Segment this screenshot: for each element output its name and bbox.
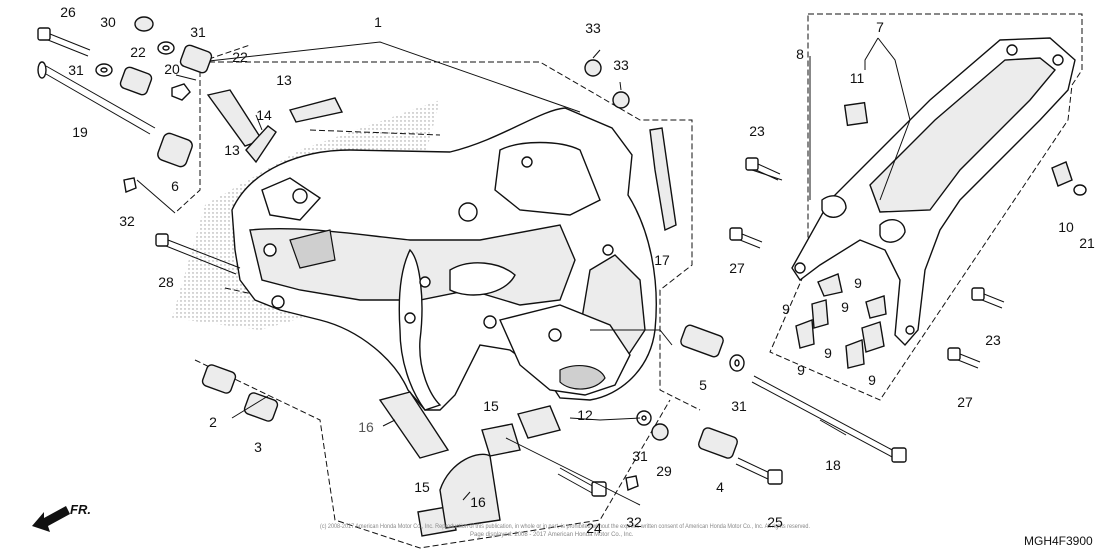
callout-22[interactable]: 22 — [232, 49, 248, 65]
callout-17[interactable]: 17 — [654, 252, 670, 268]
callout-32[interactable]: 32 — [626, 514, 642, 530]
callout-27[interactable]: 27 — [957, 394, 973, 410]
callout-14[interactable]: 14 — [256, 107, 272, 123]
subframe-group-outline — [769, 13, 1083, 401]
callout-31[interactable]: 31 — [731, 398, 747, 414]
rear-subframe — [769, 13, 1083, 401]
callout-21[interactable]: 21 — [1079, 235, 1095, 251]
callout-16[interactable]: 16 — [358, 419, 374, 435]
callout-31[interactable]: 31 — [632, 448, 648, 464]
callout-32[interactable]: 32 — [119, 213, 135, 229]
callout-31[interactable]: 31 — [68, 62, 84, 78]
callout-26[interactable]: 26 — [60, 4, 76, 20]
callout-2[interactable]: 2 — [209, 414, 217, 430]
callout-6[interactable]: 6 — [171, 178, 179, 194]
callout-5[interactable]: 5 — [699, 377, 707, 393]
callout-18[interactable]: 18 — [825, 457, 841, 473]
callout-16[interactable]: 16 — [470, 494, 486, 510]
callout-30[interactable]: 30 — [100, 14, 116, 30]
copyright-line-2: Page displayed: 2008 - 2017 American Hon… — [470, 532, 634, 538]
callout-20[interactable]: 20 — [164, 61, 180, 77]
leader-lines — [136, 37, 911, 506]
callout-23[interactable]: 23 — [985, 332, 1001, 348]
callout-9[interactable]: 9 — [824, 345, 832, 361]
callout-3[interactable]: 3 — [254, 439, 262, 455]
callout-24[interactable]: 24 — [586, 520, 602, 536]
callout-23[interactable]: 23 — [749, 123, 765, 139]
callout-27[interactable]: 27 — [729, 260, 745, 276]
callout-15[interactable]: 15 — [414, 479, 430, 495]
front-direction-arrow: FR. — [32, 502, 91, 532]
frame-group-outline — [175, 44, 701, 411]
callout-22[interactable]: 22 — [130, 44, 146, 60]
callout-9[interactable]: 9 — [854, 275, 862, 291]
callout-labels: 1 2 3 4 5 6 7 8 9 9 9 9 9 9 10 11 12 13 … — [60, 4, 1095, 536]
callout-33[interactable]: 33 — [613, 57, 629, 73]
leader-1 — [199, 41, 581, 113]
callout-9[interactable]: 9 — [868, 372, 876, 388]
callout-28[interactable]: 28 — [158, 274, 174, 290]
callout-15[interactable]: 15 — [483, 398, 499, 414]
front-label: FR. — [70, 502, 91, 517]
callout-4[interactable]: 4 — [716, 479, 724, 495]
diagram-code: MGH4F3900 — [1024, 534, 1093, 548]
copyright-line-1: (c) 2008-2017 American Honda Motor Co., … — [320, 524, 810, 530]
callout-9[interactable]: 9 — [782, 301, 790, 317]
callout-9[interactable]: 9 — [797, 362, 805, 378]
callout-10[interactable]: 10 — [1058, 219, 1074, 235]
callout-12[interactable]: 12 — [577, 407, 593, 423]
callout-1[interactable]: 1 — [374, 14, 382, 30]
callout-29[interactable]: 29 — [656, 463, 672, 479]
callout-13[interactable]: 13 — [276, 72, 292, 88]
callout-11[interactable]: 11 — [850, 70, 865, 86]
callout-25[interactable]: 25 — [767, 514, 783, 530]
main-frame — [231, 107, 657, 411]
callout-7[interactable]: 7 — [876, 19, 884, 35]
small-parts — [37, 16, 1087, 537]
callout-13[interactable]: 13 — [224, 142, 240, 158]
callout-19[interactable]: 19 — [72, 124, 88, 140]
callout-31[interactable]: 31 — [190, 24, 206, 40]
callout-9[interactable]: 9 — [841, 299, 849, 315]
callout-8[interactable]: 8 — [796, 46, 804, 62]
callout-33[interactable]: 33 — [585, 20, 601, 36]
lower-group-outline — [194, 359, 671, 549]
